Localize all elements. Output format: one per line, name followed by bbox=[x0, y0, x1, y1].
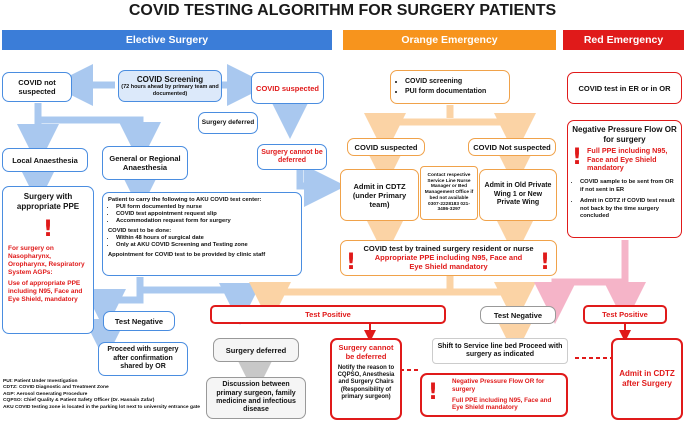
patient-step: PUI form documented by nurse bbox=[116, 204, 231, 211]
red-test-positive: Test Positive bbox=[583, 305, 667, 324]
elective-surgery-deferred: Surgery deferred bbox=[198, 112, 258, 134]
surgery-with-appropriate-ppe: Surgery with appropriate PPE ! For surge… bbox=[2, 186, 94, 334]
warning-icon: ! bbox=[428, 380, 439, 405]
local-anaesthesia: Local Anaesthesia bbox=[2, 148, 88, 172]
ppe-box-red1: For surgery on Nasopharynx, Oropharynx, … bbox=[8, 245, 85, 276]
test-done-item: Only at AKU COVID Screening and Testing … bbox=[116, 242, 248, 249]
test-done-item: Within 48 hours of surgical date bbox=[116, 235, 248, 242]
shift-service-line: Shift to Service line bed Proceed with s… bbox=[432, 338, 568, 364]
red-negative-pressure-box: Negative Pressure Flow OR for surgery ! … bbox=[567, 120, 682, 238]
ppe-box-title: Surgery with appropriate PPE bbox=[16, 192, 80, 211]
warning-icon: ! bbox=[346, 250, 357, 275]
header-orange-emergency: Orange Emergency bbox=[343, 30, 556, 50]
orange-test-negative: Test Negative bbox=[480, 306, 556, 324]
elective-test-negative: Test Negative bbox=[103, 311, 175, 331]
notify-text: Notify the reason to CQPSO, Anesthesia a… bbox=[337, 365, 395, 400]
proceed-with-surgery: Proceed with surgery after confirmation … bbox=[98, 342, 188, 376]
test-by-title: COVID test by trained surgery resident o… bbox=[363, 244, 534, 253]
red-neg-ppe: Full PPE including N95, Face and Eye Shi… bbox=[587, 146, 668, 173]
patient-step: COVID test appointment request slip bbox=[116, 211, 231, 218]
patient-step: Accommodation request form for surgery bbox=[116, 218, 231, 225]
orange-screening-item: COVID screening bbox=[405, 77, 486, 87]
neg-pressure-title: Negative Pressure Flow OR for surgery bbox=[452, 378, 545, 393]
red-neg-title: Negative Pressure Flow OR for surgery bbox=[572, 125, 677, 144]
appointment-note: Appointment for COVID test to be provide… bbox=[108, 251, 266, 258]
negative-pressure-or: Negative Pressure Flow OR for surgery Fu… bbox=[420, 373, 568, 417]
covid-test-er-or: COVID test in ER or in OR bbox=[567, 72, 682, 104]
elective-surgery-cannot-be-deferred: Surgery cannot be deferred bbox=[257, 144, 327, 170]
neg-pressure-ppe: Full PPE including N95, Face and Eye Shi… bbox=[452, 396, 552, 412]
discussion-box: Discussion between primary surgeon, fami… bbox=[206, 377, 306, 419]
warning-icon: ! bbox=[42, 217, 54, 243]
test-by-red: Appropriate PPE including N95, Face and … bbox=[374, 253, 523, 271]
elective-covid-suspected: COVID suspected bbox=[251, 72, 324, 104]
cannot-deferred-title: Surgery cannot be deferred bbox=[338, 343, 394, 361]
elective-covid-not-suspected: COVID not suspected bbox=[2, 72, 72, 102]
patient-steps-list: PUI form documented by nurse COVID test … bbox=[108, 204, 231, 225]
legend-item: CQPSO: Chief Quality & Patient Safety Of… bbox=[3, 398, 155, 404]
header-elective-surgery: Elective Surgery bbox=[2, 30, 332, 50]
general-regional-anaesthesia: General or Regional Anaesthesia bbox=[102, 146, 188, 180]
admit-private-wing: Admit in Old Private Wing 1 or New Priva… bbox=[479, 169, 557, 221]
orange-covid-not-suspected: COVID Not suspected bbox=[468, 138, 556, 156]
legend-item: PUI: Patient Under Investigation bbox=[3, 379, 78, 384]
legend: PUI: Patient Under Investigation CDTZ: C… bbox=[3, 379, 203, 411]
legend-item: CDTZ: COVID Diagnostic and Treatment Zon… bbox=[3, 385, 109, 391]
admit-cdtz-after-surgery: Admit in CDTZ after Surgery bbox=[611, 338, 683, 420]
contact-service-line: Contact respective Service Line Nurse Ma… bbox=[420, 166, 478, 220]
surgery-deferred-positive: Surgery deferred bbox=[213, 338, 299, 362]
warning-icon: ! bbox=[572, 145, 583, 171]
elective-covid-screening: COVID Screening (72 hours ahead by prima… bbox=[118, 70, 222, 102]
orange-screening: COVID screening PUI form documentation bbox=[390, 70, 510, 104]
legend-item: AKU COVID testing zone is located in the… bbox=[3, 404, 201, 410]
red-bullet: COVID sample to be sent from OR if not s… bbox=[580, 179, 677, 194]
orange-covid-suspected: COVID suspected bbox=[347, 138, 425, 156]
patient-steps-intro: Patient to carry the following to AKU CO… bbox=[108, 197, 262, 203]
test-positive-main: Test Positive bbox=[210, 305, 446, 324]
ppe-box-red2: Use of appropriate PPE including N95, Fa… bbox=[8, 280, 83, 303]
screening-note: (72 hours ahead by primary team and docu… bbox=[121, 84, 219, 97]
test-done-list: Within 48 hours of surgical date Only at… bbox=[108, 235, 248, 249]
page-title: COVID TESTING ALGORITHM FOR SURGERY PATI… bbox=[128, 2, 557, 19]
header-red-emergency: Red Emergency bbox=[563, 30, 684, 50]
admit-cdtz-primary: Admit in CDTZ (under Primary team) bbox=[340, 169, 419, 221]
test-done-intro: COVID test to be done: bbox=[108, 227, 172, 234]
orange-screening-item: PUI form documentation bbox=[405, 87, 486, 97]
patient-instructions-box: Patient to carry the following to AKU CO… bbox=[102, 192, 302, 276]
cannot-deferred-notify: Surgery cannot be deferred Notify the re… bbox=[330, 338, 402, 420]
red-bullets: COVID sample to be sent from OR if not s… bbox=[572, 179, 677, 221]
covid-test-by-resident: COVID test by trained surgery resident o… bbox=[340, 240, 557, 276]
legend-item: AGP: Aerosol Generating Procedure bbox=[3, 391, 88, 397]
warning-icon: ! bbox=[540, 250, 551, 275]
screening-title: COVID Screening bbox=[136, 74, 204, 84]
red-bullet: Admit in CDTZ if COVID test result not b… bbox=[580, 198, 677, 221]
